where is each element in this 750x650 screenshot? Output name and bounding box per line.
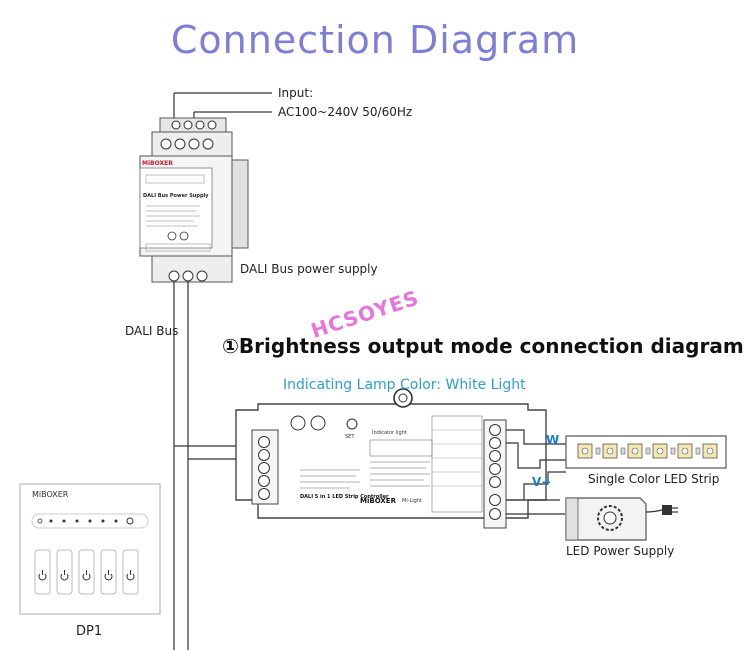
panel-brand: MiBOXER [32,490,69,499]
input-label-line2: AC100~240V 50/60Hz [278,105,413,119]
strip-wire-w: W [546,433,560,447]
controller-product-line: Mi-Light [402,498,422,504]
panel-label: DP1 [76,624,103,639]
controller-name: DALI 5 in 1 LED Strip Controller [300,494,389,500]
psu-product: DALI Bus Power Supply [143,193,209,199]
controller-set-caption: SET [345,434,355,440]
strip-wire-v: V+ [532,475,552,489]
sub-heading: ①Brightness output mode connection diagr… [222,334,744,358]
dali-power-supply-device [139,117,249,283]
controller-indicator-caption: Indicator light [372,430,407,436]
input-label-line1: Input: [278,86,314,100]
psu-label: DALI Bus power supply [240,262,378,276]
led-power-supply-device [565,497,678,541]
led-strip-label: Single Color LED Strip [588,472,720,486]
psu-brand: MiBOXER [142,160,173,167]
dali-bus-label: DALI Bus [125,324,179,338]
dali-controller-device [235,388,547,529]
led-strip-device [565,435,727,469]
input-wires [173,92,272,124]
controller-brand: MiBOXER [360,497,396,505]
dp1-panel-device [19,483,161,615]
indicator-color-label: Indicating Lamp Color: White Light [283,377,526,393]
diagram-title: Connection Diagram [170,18,580,62]
strip-wires [506,429,566,515]
led-power-label: LED Power Supply [566,544,675,558]
